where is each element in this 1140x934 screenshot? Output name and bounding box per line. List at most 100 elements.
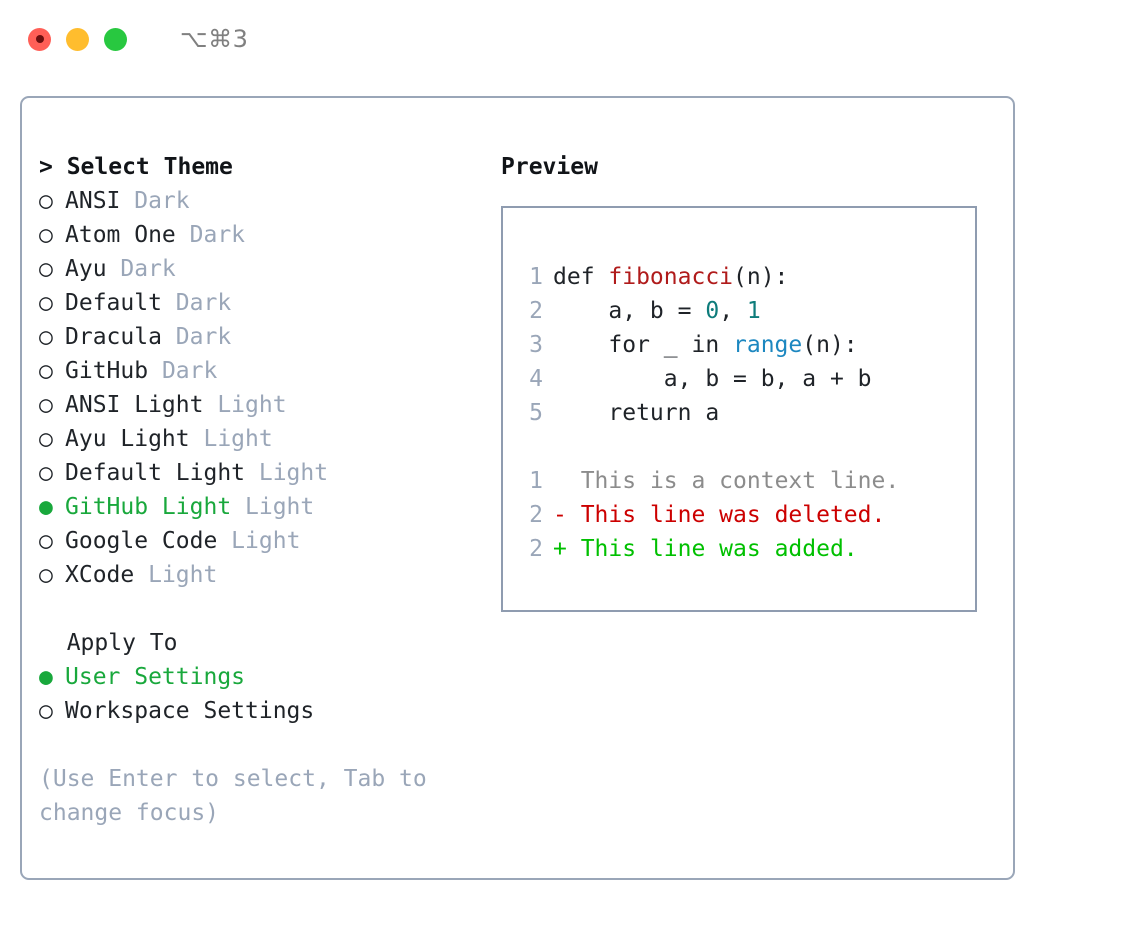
radio-selected-icon[interactable]: ● xyxy=(39,664,53,690)
theme-variant-tag: Light xyxy=(203,392,287,418)
theme-variant-tag: Light xyxy=(245,460,329,486)
code-line: 3 for _ in range(n): xyxy=(517,328,975,362)
theme-list[interactable]: ○ ANSI Dark ○ Atom One Dark ○ Ayu Dark ○ Defaul… xyxy=(39,184,479,592)
code-token: fibonacci xyxy=(608,264,734,290)
theme-variant-tag: Dark xyxy=(175,222,246,248)
code-token: def xyxy=(553,264,609,290)
theme-list-item[interactable]: ○ Atom One Dark xyxy=(39,218,479,252)
radio-unselected-icon[interactable]: ○ xyxy=(39,290,53,316)
radio-unselected-icon[interactable]: ○ xyxy=(39,426,53,452)
theme-list-item[interactable]: ○Dracula Dark xyxy=(39,320,479,354)
code-token: for _ in xyxy=(553,332,734,358)
theme-name-label: ANSI Light xyxy=(65,392,204,418)
zoom-button-icon[interactable] xyxy=(104,27,127,51)
code-token: a, b = b, a + b xyxy=(553,366,872,392)
code-line: 4 a, b = b, a + b xyxy=(517,362,975,396)
code-token: return a xyxy=(553,400,720,426)
close-button-icon[interactable] xyxy=(28,27,51,51)
theme-list-item[interactable]: ○Ayu Dark xyxy=(39,252,479,286)
apply-to-label: User Settings xyxy=(65,664,246,690)
keyboard-shortcut-label: ⌥⌘3 xyxy=(180,25,249,53)
minimize-button-icon[interactable] xyxy=(66,27,89,51)
keyboard-hint-text: (Use Enter to select, Tab to change focu… xyxy=(39,766,441,826)
theme-name-label: Google Code xyxy=(65,528,218,554)
line-number: 1 xyxy=(529,264,543,290)
theme-list-item[interactable]: ○ Google Code Light xyxy=(39,524,479,558)
code-token: , xyxy=(719,298,747,324)
code-diff-separator xyxy=(517,430,975,464)
theme-variant-tag: Light xyxy=(217,528,301,554)
code-line: 5 return a xyxy=(517,396,975,430)
radio-unselected-icon[interactable]: ○ xyxy=(39,528,53,554)
theme-variant-tag: Dark xyxy=(148,358,218,384)
diff-text: This is a context line. xyxy=(580,468,900,494)
apply-to-option[interactable]: ● User Settings xyxy=(39,660,479,694)
theme-list-item[interactable]: ○Ayu Light Light xyxy=(39,422,479,456)
diff-line: 2 + This line was added. xyxy=(517,532,975,566)
theme-variant-tag: Dark xyxy=(120,188,190,214)
radio-unselected-icon[interactable]: ○ xyxy=(39,562,53,588)
theme-list-item[interactable]: ○XCode Light xyxy=(39,558,479,592)
radio-unselected-icon[interactable]: ○ xyxy=(39,256,53,282)
apply-to-list[interactable]: ● User Settings ○ Workspace Settings xyxy=(39,660,479,728)
theme-name-label: Default Light xyxy=(65,460,246,486)
theme-list-item[interactable]: ○ Default Light Light xyxy=(39,456,479,490)
main-panel: > Select Theme ○ANSI Dark○Atom One Dark○… xyxy=(20,96,1015,880)
diff-text: This line was deleted. xyxy=(580,502,886,528)
diff-text: This line was added. xyxy=(580,536,858,562)
radio-unselected-icon[interactable]: ○ xyxy=(39,222,53,248)
window-controls xyxy=(28,27,127,51)
theme-name-label: Dracula xyxy=(65,324,162,350)
line-number: 2 xyxy=(529,298,543,324)
diff-marker xyxy=(553,468,581,494)
apply-to-option[interactable]: ○ Workspace Settings xyxy=(39,694,479,728)
diff-line: 1 This is a context line. xyxy=(517,464,975,498)
preview-heading: Preview xyxy=(501,154,598,180)
line-number: 2 xyxy=(529,536,543,562)
line-number: 1 xyxy=(529,468,543,494)
theme-name-label: GitHub Light xyxy=(65,494,232,520)
code-line: 2 a, b = 0, 1 xyxy=(517,294,975,328)
apply-to-label: Workspace Settings xyxy=(65,698,315,724)
theme-variant-tag: Light xyxy=(189,426,273,452)
theme-name-label: XCode xyxy=(65,562,135,588)
diff-marker: + xyxy=(553,536,581,562)
radio-selected-icon[interactable]: ● xyxy=(39,494,53,520)
theme-selector-column: > Select Theme ○ANSI Dark○Atom One Dark○… xyxy=(39,150,479,830)
code-token: 1 xyxy=(746,298,761,324)
code-token: (n): xyxy=(802,332,858,358)
theme-list-item[interactable]: ○GitHub Dark xyxy=(39,354,479,388)
theme-list-item[interactable]: ○Default Dark xyxy=(39,286,479,320)
theme-name-label: Default xyxy=(65,290,162,316)
theme-name-label: ANSI xyxy=(65,188,121,214)
list-spacer xyxy=(39,592,479,626)
code-token: a, b = xyxy=(553,298,706,324)
line-number: 3 xyxy=(529,332,543,358)
theme-list-item[interactable]: ●GitHub Light Light xyxy=(39,490,479,524)
line-number: 4 xyxy=(529,366,543,392)
radio-unselected-icon[interactable]: ○ xyxy=(39,698,53,724)
diff-marker: - xyxy=(553,502,581,528)
select-theme-heading: > Select Theme xyxy=(39,154,233,180)
code-token: (n): xyxy=(733,264,789,290)
diff-sample: 1 This is a context line. 2- This line wa… xyxy=(517,464,975,566)
title-bar: ⌥⌘3 xyxy=(0,0,1140,78)
code-token: 0 xyxy=(705,298,720,324)
theme-name-label: Ayu xyxy=(65,256,107,282)
theme-name-label: Atom One xyxy=(65,222,176,248)
theme-list-item[interactable]: ○ ANSI Dark xyxy=(39,184,479,218)
line-number: 5 xyxy=(529,400,543,426)
radio-unselected-icon[interactable]: ○ xyxy=(39,392,53,418)
theme-list-item[interactable]: ○ ANSI Light Light xyxy=(39,388,479,422)
radio-unselected-icon[interactable]: ○ xyxy=(39,188,53,214)
radio-unselected-icon[interactable]: ○ xyxy=(39,324,53,350)
radio-unselected-icon[interactable]: ○ xyxy=(39,460,53,486)
line-number: 2 xyxy=(529,502,543,528)
code-token: range xyxy=(733,332,803,358)
apply-to-heading: Apply To xyxy=(39,630,178,656)
radio-unselected-icon[interactable]: ○ xyxy=(39,358,53,384)
